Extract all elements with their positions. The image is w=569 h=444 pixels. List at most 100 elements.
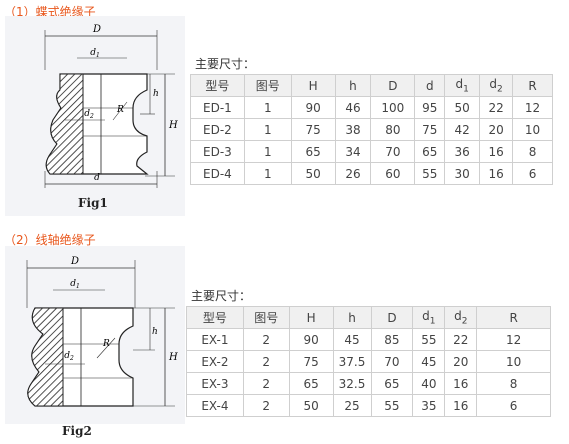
table-cell: 80 bbox=[370, 118, 416, 141]
table-cell: 20 bbox=[479, 118, 514, 141]
table-cell: 2 bbox=[242, 350, 290, 373]
table-cell: 50 bbox=[290, 162, 336, 185]
table-cell: ED-1 bbox=[190, 96, 245, 119]
table-cell: 65 bbox=[370, 372, 414, 395]
table-cell: 10 bbox=[512, 118, 553, 141]
table-cell: 16 bbox=[444, 372, 478, 395]
table-cell: 16 bbox=[444, 394, 478, 417]
table-cell: 90 bbox=[290, 96, 336, 119]
table-cell: 45 bbox=[332, 328, 372, 351]
fig2-dim-d2: d2 bbox=[64, 351, 74, 362]
table-cell: 90 bbox=[288, 328, 334, 351]
table-2-header-row: 型号 图号 H h D d1 d2 R bbox=[186, 306, 551, 329]
table-cell: EX-3 bbox=[186, 372, 244, 395]
table-cell: 50 bbox=[288, 394, 334, 417]
table-cell: 70 bbox=[370, 350, 414, 373]
fig2-svg: D d1 d2 R h H bbox=[5, 246, 185, 424]
table-cell: 32.5 bbox=[332, 372, 372, 395]
table-cell: 2 bbox=[242, 394, 290, 417]
table-2-title: 主要尺寸： bbox=[191, 289, 252, 303]
table-cell: 1 bbox=[243, 96, 292, 119]
fig1-dim-H: H bbox=[168, 120, 178, 131]
table-cell: 20 bbox=[444, 350, 478, 373]
table-cell: 75 bbox=[414, 118, 446, 141]
table-cell: 34 bbox=[334, 140, 372, 163]
t2-h-d2: d2 bbox=[444, 306, 478, 329]
t1-h-R: R bbox=[512, 74, 553, 97]
table-1-title: 主要尺寸： bbox=[195, 57, 256, 71]
table-cell: 26 bbox=[334, 162, 372, 185]
table-cell: 70 bbox=[370, 140, 416, 163]
table-cell: 35 bbox=[412, 394, 446, 417]
fig1-dim-d: d bbox=[94, 173, 100, 183]
t1-h-H: H bbox=[290, 74, 336, 97]
table-cell: 1 bbox=[243, 140, 292, 163]
fig2-dim-H: H bbox=[168, 352, 178, 363]
table-cell: 60 bbox=[370, 162, 416, 185]
table-cell: EX-4 bbox=[186, 394, 244, 417]
table-cell: 36 bbox=[444, 140, 481, 163]
fig2-dim-D: D bbox=[70, 256, 79, 267]
fig1-drawing: D d1 d2 R h H d bbox=[5, 16, 185, 216]
fig1-dim-D: D bbox=[92, 24, 101, 35]
table-cell: 1 bbox=[243, 118, 292, 141]
t1-h-h: h bbox=[334, 74, 372, 97]
table-cell: 6 bbox=[512, 162, 553, 185]
table-cell: 8 bbox=[476, 372, 551, 395]
table-cell: 40 bbox=[412, 372, 446, 395]
fig2-dim-R: R bbox=[102, 339, 110, 349]
t1-h-model: 型号 bbox=[190, 74, 245, 97]
fig1-dim-R: R bbox=[116, 105, 124, 115]
table-cell: 50 bbox=[444, 96, 481, 119]
table-cell: 55 bbox=[412, 328, 446, 351]
fig1-dim-d2: d2 bbox=[84, 109, 94, 120]
table-cell: 38 bbox=[334, 118, 372, 141]
table-cell: 65 bbox=[290, 140, 336, 163]
table-cell: 65 bbox=[414, 140, 446, 163]
fig1-svg: D d1 d2 R h H d bbox=[5, 16, 185, 216]
t2-h-H: H bbox=[288, 306, 334, 329]
fig2-dim-d1: d1 bbox=[70, 279, 80, 290]
fig2-drawing: D d1 d2 R h H bbox=[5, 246, 185, 424]
fig2-dim-h: h bbox=[152, 327, 158, 337]
table-cell: 2 bbox=[242, 328, 290, 351]
table-cell: 85 bbox=[370, 328, 414, 351]
table-cell: 2 bbox=[242, 372, 290, 395]
table-1-header-row: 型号 图号 H h D d d1 d2 R bbox=[190, 74, 553, 97]
t2-h-R: R bbox=[476, 306, 551, 329]
table-cell: EX-2 bbox=[186, 350, 244, 373]
table-cell: 100 bbox=[370, 96, 416, 119]
table-cell: 42 bbox=[444, 118, 481, 141]
t1-h-d1: d1 bbox=[444, 74, 481, 97]
fig1-dim-d1: d1 bbox=[90, 48, 100, 59]
table-cell: 10 bbox=[476, 350, 551, 373]
table-cell: 12 bbox=[476, 328, 551, 351]
t1-h-D: D bbox=[370, 74, 416, 97]
table-cell: ED-2 bbox=[190, 118, 245, 141]
t1-h-d2: d2 bbox=[479, 74, 514, 97]
t2-h-h: h bbox=[332, 306, 372, 329]
t2-h-model: 型号 bbox=[186, 306, 244, 329]
table-cell: 46 bbox=[334, 96, 372, 119]
table-cell: ED-3 bbox=[190, 140, 245, 163]
t1-h-fig: 图号 bbox=[243, 74, 292, 97]
table-cell: 8 bbox=[512, 140, 553, 163]
table-cell: 22 bbox=[444, 328, 478, 351]
t2-h-fig: 图号 bbox=[242, 306, 290, 329]
t1-h-d: d bbox=[414, 74, 446, 97]
fig1-dim-h: h bbox=[153, 89, 159, 99]
t2-h-d1: d1 bbox=[412, 306, 446, 329]
table-cell: 22 bbox=[479, 96, 514, 119]
table-cell: 6 bbox=[476, 394, 551, 417]
table-cell: ED-4 bbox=[190, 162, 245, 185]
table-cell: 1 bbox=[243, 162, 292, 185]
